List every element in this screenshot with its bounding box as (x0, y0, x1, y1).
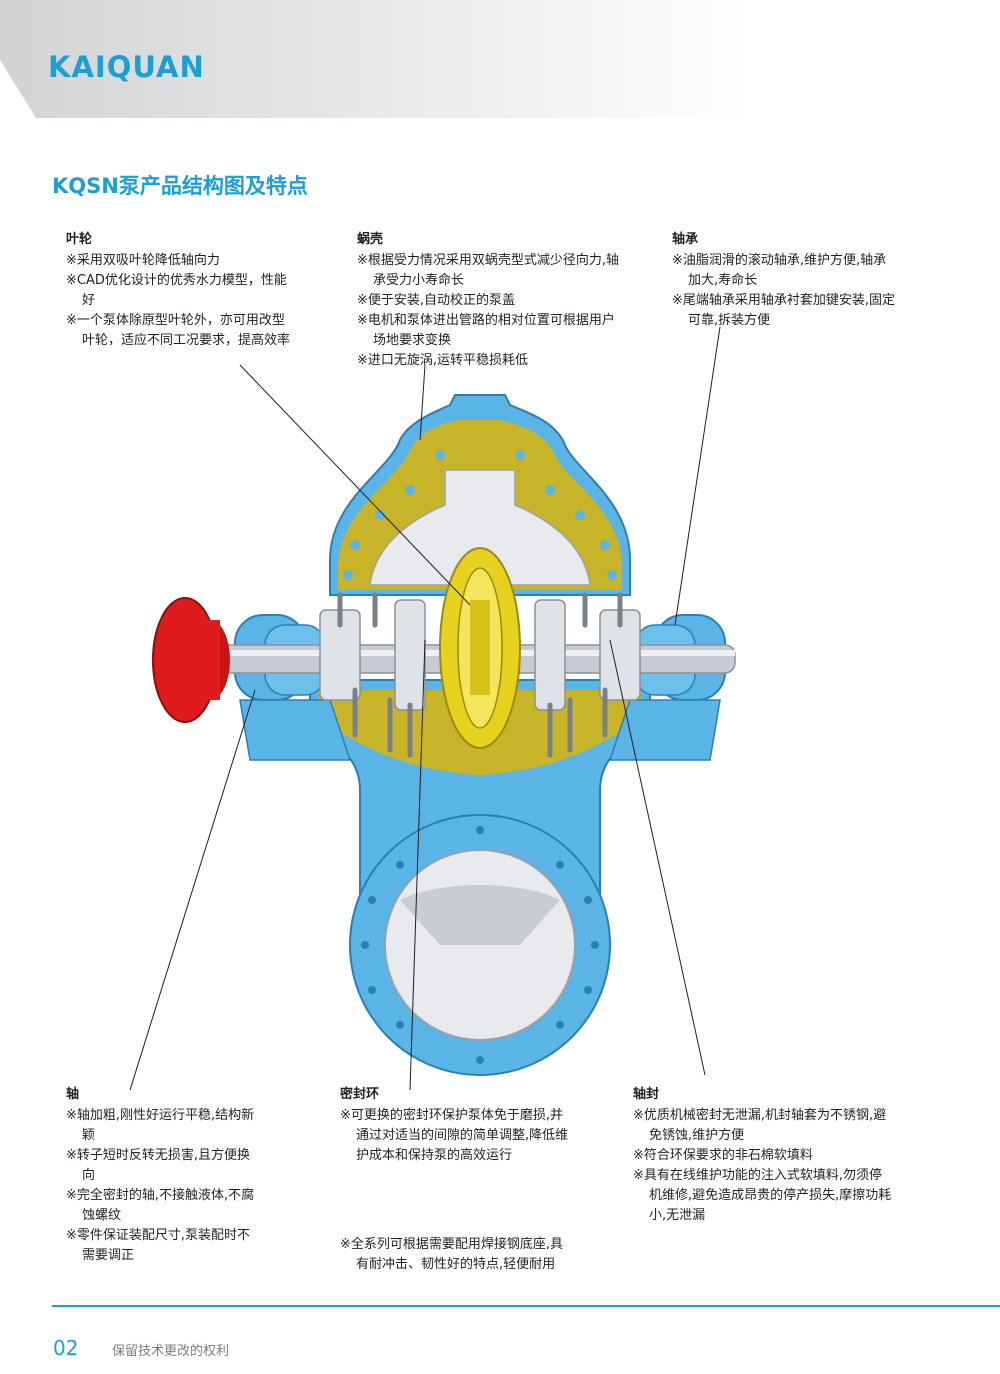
feature-item: ※符合环保要求的非石棉软填料 (633, 1148, 813, 1163)
shaft-sleeves (319, 599, 641, 711)
feature-impeller: 叶轮 ※采用双吸叶轮降低轴向力 ※CAD优化设计的优秀水力模型，性能好 ※一个泵… (66, 230, 292, 351)
feature-item: ※油脂润滑的滚动轴承,维护方便,轴承加大,寿命长 (672, 253, 887, 288)
top-bolts (343, 450, 617, 580)
feature-item: ※尾端轴承采用轴承衬套加键安装,固定可靠,拆装方便 (672, 293, 896, 328)
feature-item: ※轴加粗,刚性好运行平稳,结构新颖 (66, 1108, 255, 1143)
feature-impeller-title: 叶轮 (66, 232, 93, 247)
header-band (0, 0, 1000, 118)
studs (337, 592, 623, 758)
feature-seal-ring-title: 密封环 (340, 1087, 380, 1102)
feature-base-note: ※全系列可根据需要配用焊接钢底座,具有耐冲击、韧性好的特点,轻便耐用 (340, 1235, 574, 1275)
feature-item: ※根据受力情况采用双蜗壳型式减少径向力,轴承受力小寿命长 (357, 253, 620, 288)
leader-lines (129, 326, 721, 1091)
feature-bearing: 轴承 ※油脂润滑的滚动轴承,维护方便,轴承加大,寿命长 ※尾端轴承采用轴承衬套加… (672, 230, 898, 331)
feature-item: ※优质机械密封无泄漏,机封轴套为不锈钢,避免锈蚀,维护方便 (633, 1108, 887, 1143)
feature-shaft-title: 轴 (66, 1087, 80, 1102)
feature-item: ※全系列可根据需要配用焊接钢底座,具有耐冲击、韧性好的特点,轻便耐用 (340, 1237, 564, 1272)
feature-item: ※便于安装,自动校正的泵盖 (357, 293, 516, 308)
feature-item: ※转子短时反转无损害,且方便换向 (66, 1148, 251, 1183)
feature-item: ※采用双吸叶轮降低轴向力 (66, 253, 220, 268)
impeller (439, 547, 521, 749)
feature-item: ※电机和泵体进出管路的相对位置可根据用户场地要求变换 (357, 313, 615, 348)
coupling (152, 597, 230, 723)
feature-seal-ring: 密封环 ※可更换的密封环保护泵体免于磨损,并通过对适当的间隙的简单调整,降低维护… (340, 1085, 574, 1166)
feature-volute-title: 蜗壳 (357, 232, 384, 247)
feature-volute: 蜗壳 ※根据受力情况采用双蜗壳型式减少径向力,轴承受力小寿命长 ※便于安装,自动… (357, 230, 625, 371)
page-title: KQSN泵产品结构图及特点 (52, 174, 308, 198)
company-logo: KAIQUAN (48, 50, 205, 84)
feature-item: ※零件保证装配尺寸,泵装配时不需要调正 (66, 1228, 251, 1263)
feature-shaft: 轴 ※轴加粗,刚性好运行平稳,结构新颖 ※转子短时反转无损害,且方便换向 ※完全… (66, 1085, 256, 1266)
feature-item: ※CAD优化设计的优秀水力模型，性能好 (66, 273, 287, 308)
feature-shaft-seal-title: 轴封 (633, 1087, 660, 1102)
page-number: 02 (53, 1336, 79, 1360)
feature-item: ※进口无旋涡,运转平稳损耗低 (357, 353, 529, 368)
discharge-flange (349, 814, 611, 1076)
feature-bearing-title: 轴承 (672, 232, 699, 247)
feature-item: ※可更换的密封环保护泵体免于磨损,并通过对适当的间隙的简单调整,降低维护成本和保… (340, 1108, 569, 1163)
feature-item: ※完全密封的轴,不接触液体,不腐蚀螺纹 (66, 1188, 255, 1223)
feature-shaft-seal: 轴封 ※优质机械密封无泄漏,机封轴套为不锈钢,避免锈蚀,维护方便 ※符合环保要求… (633, 1085, 895, 1226)
footer-divider (52, 1305, 1000, 1307)
footer-note: 保留技术更改的权利 (112, 1344, 230, 1359)
feature-item: ※具有在线维护功能的注入式软填料,勿须停机维修,避免造成昂贵的停产损失,摩擦功耗… (633, 1168, 892, 1223)
feature-item: ※一个泵体除原型叶轮外，亦可用改型叶轮，适应不同工况要求，提高效率 (66, 313, 291, 348)
